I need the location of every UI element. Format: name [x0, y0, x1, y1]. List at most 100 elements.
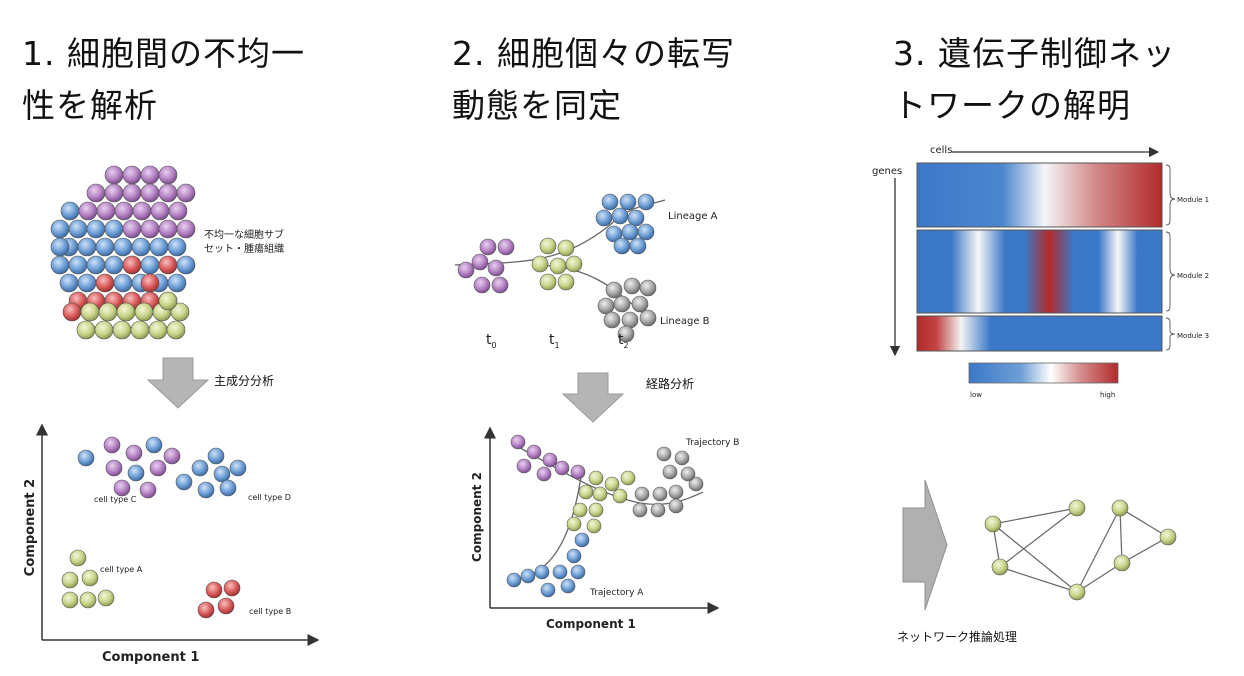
blue-cell	[77, 273, 97, 293]
column-3-title-line2: トワークの解明	[893, 86, 1131, 125]
trajectory-down-arrow	[561, 372, 625, 423]
gray-cell	[617, 325, 635, 343]
column-1-title-line1: 1. 細胞間の不均一	[22, 34, 305, 73]
cluster-label: 不均一な細胞サブ セット・腫瘍組織	[204, 229, 284, 257]
yellow-cell	[170, 302, 190, 322]
lineage-b-label: Lineage B	[660, 316, 710, 327]
purple-cell	[158, 165, 178, 185]
blue-cell	[86, 219, 106, 239]
network-edge	[1076, 507, 1121, 593]
red-cell	[62, 302, 82, 322]
cells-label: cells	[930, 145, 953, 156]
gray-cell	[613, 295, 631, 313]
network-edge	[1121, 536, 1169, 564]
purple-cell	[473, 276, 491, 294]
red-cell	[217, 597, 235, 615]
column-1-title: 1. 細胞間の不均一 性を解析	[22, 28, 305, 132]
blue-cell	[50, 255, 70, 275]
blue-cell	[229, 459, 247, 477]
yellow-cell	[588, 502, 604, 518]
yellow-cell	[94, 320, 114, 340]
blue-cell	[560, 578, 576, 594]
cell-type-b-label: cell type B	[249, 607, 292, 616]
blue-cell	[574, 532, 590, 548]
blue-cell	[175, 473, 193, 491]
purple-cell	[122, 165, 142, 185]
purple-cell	[176, 219, 196, 239]
network-edge	[1119, 507, 1123, 564]
module-2-label: Module 2	[1177, 272, 1210, 280]
yellow-cell	[166, 320, 186, 340]
yellow-cell	[76, 320, 96, 340]
red-cell	[122, 255, 142, 275]
blue-cell	[213, 465, 231, 483]
t2-subscript: 2	[623, 340, 629, 350]
blue-cell	[95, 237, 115, 257]
column-1-title-line2: 性を解析	[22, 86, 158, 125]
red-cell	[140, 273, 160, 293]
purple-cell	[158, 219, 178, 239]
blue-cell	[191, 459, 209, 477]
trajectory-cells	[506, 434, 704, 598]
gray-cell	[632, 502, 648, 518]
blue-cell	[50, 237, 70, 257]
blue-cell	[149, 237, 169, 257]
blue-cell	[613, 237, 631, 255]
gray-cell	[639, 279, 657, 297]
yellow-cell	[81, 569, 99, 587]
purple-cell	[139, 481, 157, 499]
yellow-cell	[1113, 554, 1131, 572]
purple-cell	[114, 201, 134, 221]
column-2-title: 2. 細胞個々の転写 動態を同定	[452, 28, 735, 132]
time-course-cells	[457, 193, 657, 343]
purple-cell	[86, 183, 106, 203]
pca-down-arrow	[146, 357, 210, 409]
gray-cell	[674, 450, 690, 466]
purple-cell	[457, 261, 475, 279]
yellow-cell	[539, 237, 557, 255]
blue-cell	[127, 464, 145, 482]
blue-cell	[77, 237, 97, 257]
red-cell	[158, 255, 178, 275]
blue-cell	[113, 237, 133, 257]
network-edge	[999, 507, 1078, 568]
blue-cell	[627, 209, 645, 227]
yellow-cell	[112, 320, 132, 340]
trajectory-a-label: Trajectory A	[590, 588, 644, 598]
cluster-label-line2: セット・腫瘍組織	[204, 244, 284, 255]
heatmap-module-3	[916, 315, 1163, 352]
blue-cell	[552, 564, 568, 580]
heatmap-module-2	[916, 229, 1163, 314]
yellow-cell	[586, 518, 602, 534]
pca-arrow-label: 主成分分析	[214, 374, 275, 388]
blue-cell	[60, 201, 80, 221]
purple-cell	[497, 238, 515, 256]
gray-cell	[621, 311, 639, 329]
purple-cell	[510, 434, 526, 450]
red-cell	[223, 579, 241, 597]
purple-cell	[570, 464, 586, 480]
purple-cell	[526, 444, 542, 460]
gray-cell	[650, 502, 666, 518]
purple-cell	[536, 466, 552, 482]
blue-cell	[520, 568, 536, 584]
yellow-cell	[588, 470, 604, 486]
genes-label: genes	[872, 166, 903, 177]
blue-cell	[131, 237, 151, 257]
yellow-cell	[61, 571, 79, 589]
red-cell	[95, 273, 115, 293]
purple-cell	[168, 201, 188, 221]
yellow-cell	[1068, 583, 1086, 601]
gray-cell	[631, 295, 649, 313]
blue-cell	[619, 193, 637, 211]
yellow-cell	[116, 302, 136, 322]
purple-cell	[140, 219, 160, 239]
gray-cell	[680, 466, 696, 482]
blue-cell	[197, 481, 215, 499]
heterogeneous-cell-cluster	[50, 165, 196, 340]
blue-cell	[566, 548, 582, 564]
network-edge	[999, 566, 1078, 593]
p1-scatter-cells	[61, 436, 247, 619]
purple-cell	[487, 259, 505, 277]
